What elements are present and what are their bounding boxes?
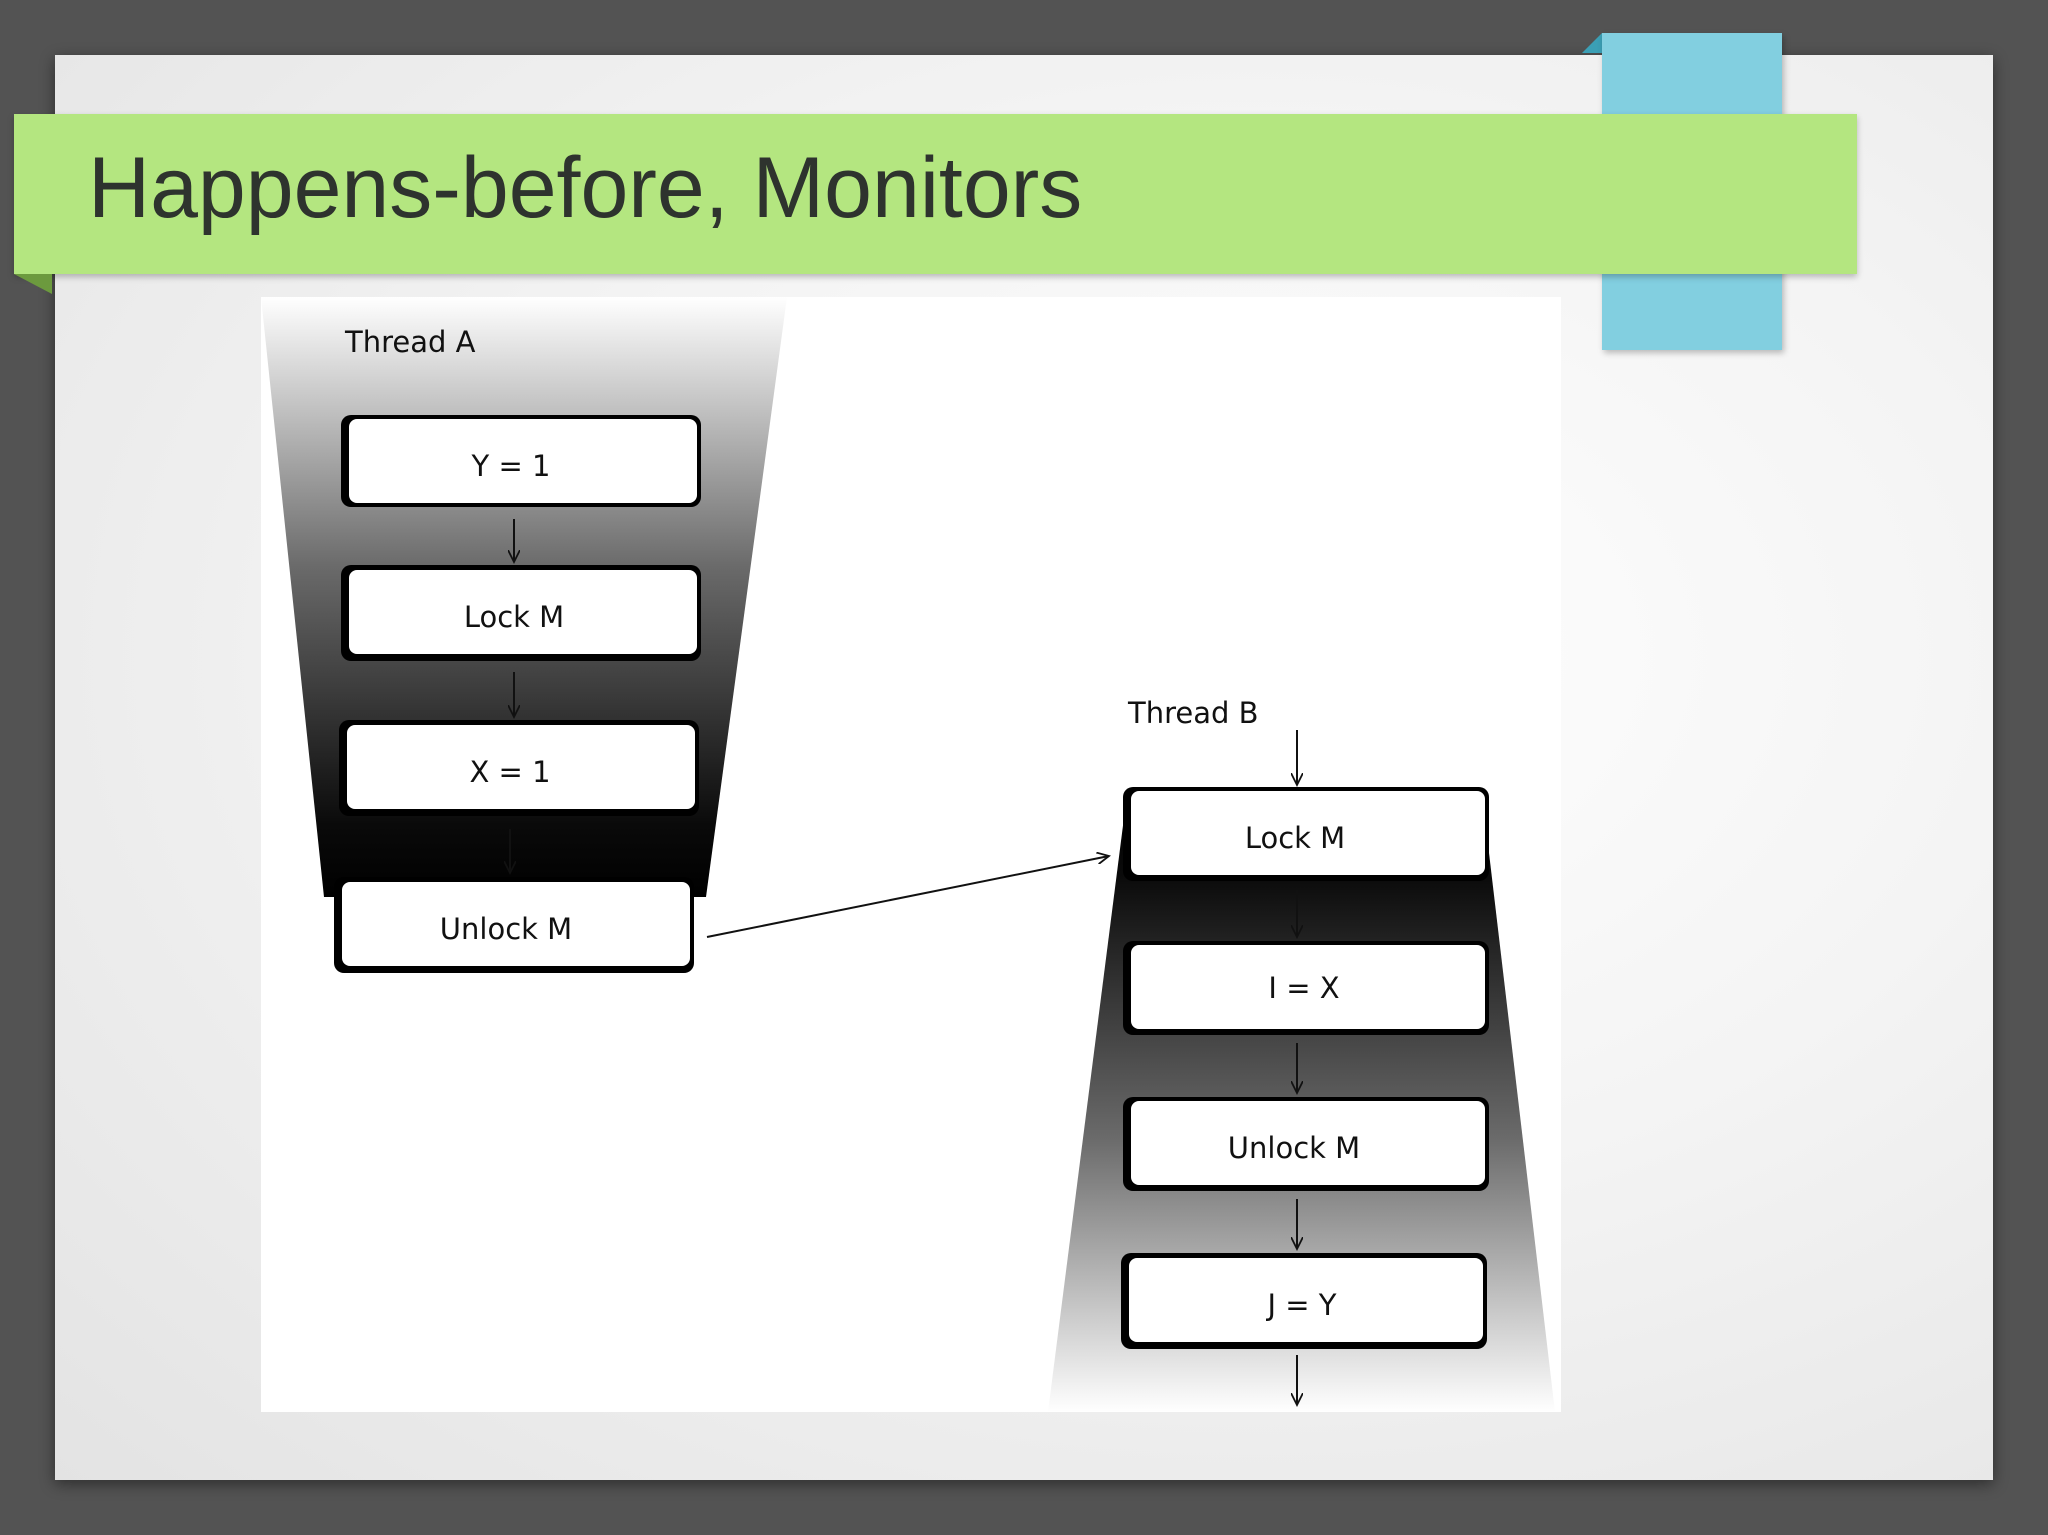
thread-b-step-4: J = Y — [1121, 1253, 1487, 1349]
thread-b-step-1-text: Lock M — [1245, 821, 1345, 855]
thread-a-step-1: Y = 1 — [341, 415, 701, 507]
happens-before-diagram: Thread A Thread B Y = 1 Lock M X = 1 U — [261, 297, 1561, 1412]
title-band — [14, 114, 1857, 274]
thread-b-label: Thread B — [1127, 696, 1259, 730]
thread-b-step-2: I = X — [1123, 941, 1489, 1035]
thread-a-connectors — [510, 519, 514, 873]
thread-a-label: Thread A — [344, 325, 476, 359]
thread-a-step-2: Lock M — [341, 565, 701, 661]
thread-a-step-3-text: X = 1 — [469, 755, 550, 789]
thread-b-step-2-text: I = X — [1268, 971, 1339, 1005]
happens-before-arrow — [706, 856, 1109, 938]
accent-fold — [1582, 33, 1602, 53]
thread-b-step-3: Unlock M — [1123, 1097, 1489, 1191]
thread-a-step-2-text: Lock M — [464, 600, 564, 634]
thread-b-step-1: Lock M — [1123, 787, 1489, 881]
thread-a-step-3: X = 1 — [339, 720, 699, 816]
thread-a-step-1-text: Y = 1 — [471, 449, 551, 483]
title-band-fold — [14, 274, 52, 294]
thread-b-step-3-text: Unlock M — [1228, 1131, 1360, 1165]
slide-title: Happens-before, Monitors — [88, 140, 1083, 236]
thread-a-step-4: Unlock M — [334, 877, 694, 973]
thread-a-step-4-text: Unlock M — [440, 912, 572, 946]
thread-b-step-4-text: J = Y — [1265, 1288, 1336, 1322]
